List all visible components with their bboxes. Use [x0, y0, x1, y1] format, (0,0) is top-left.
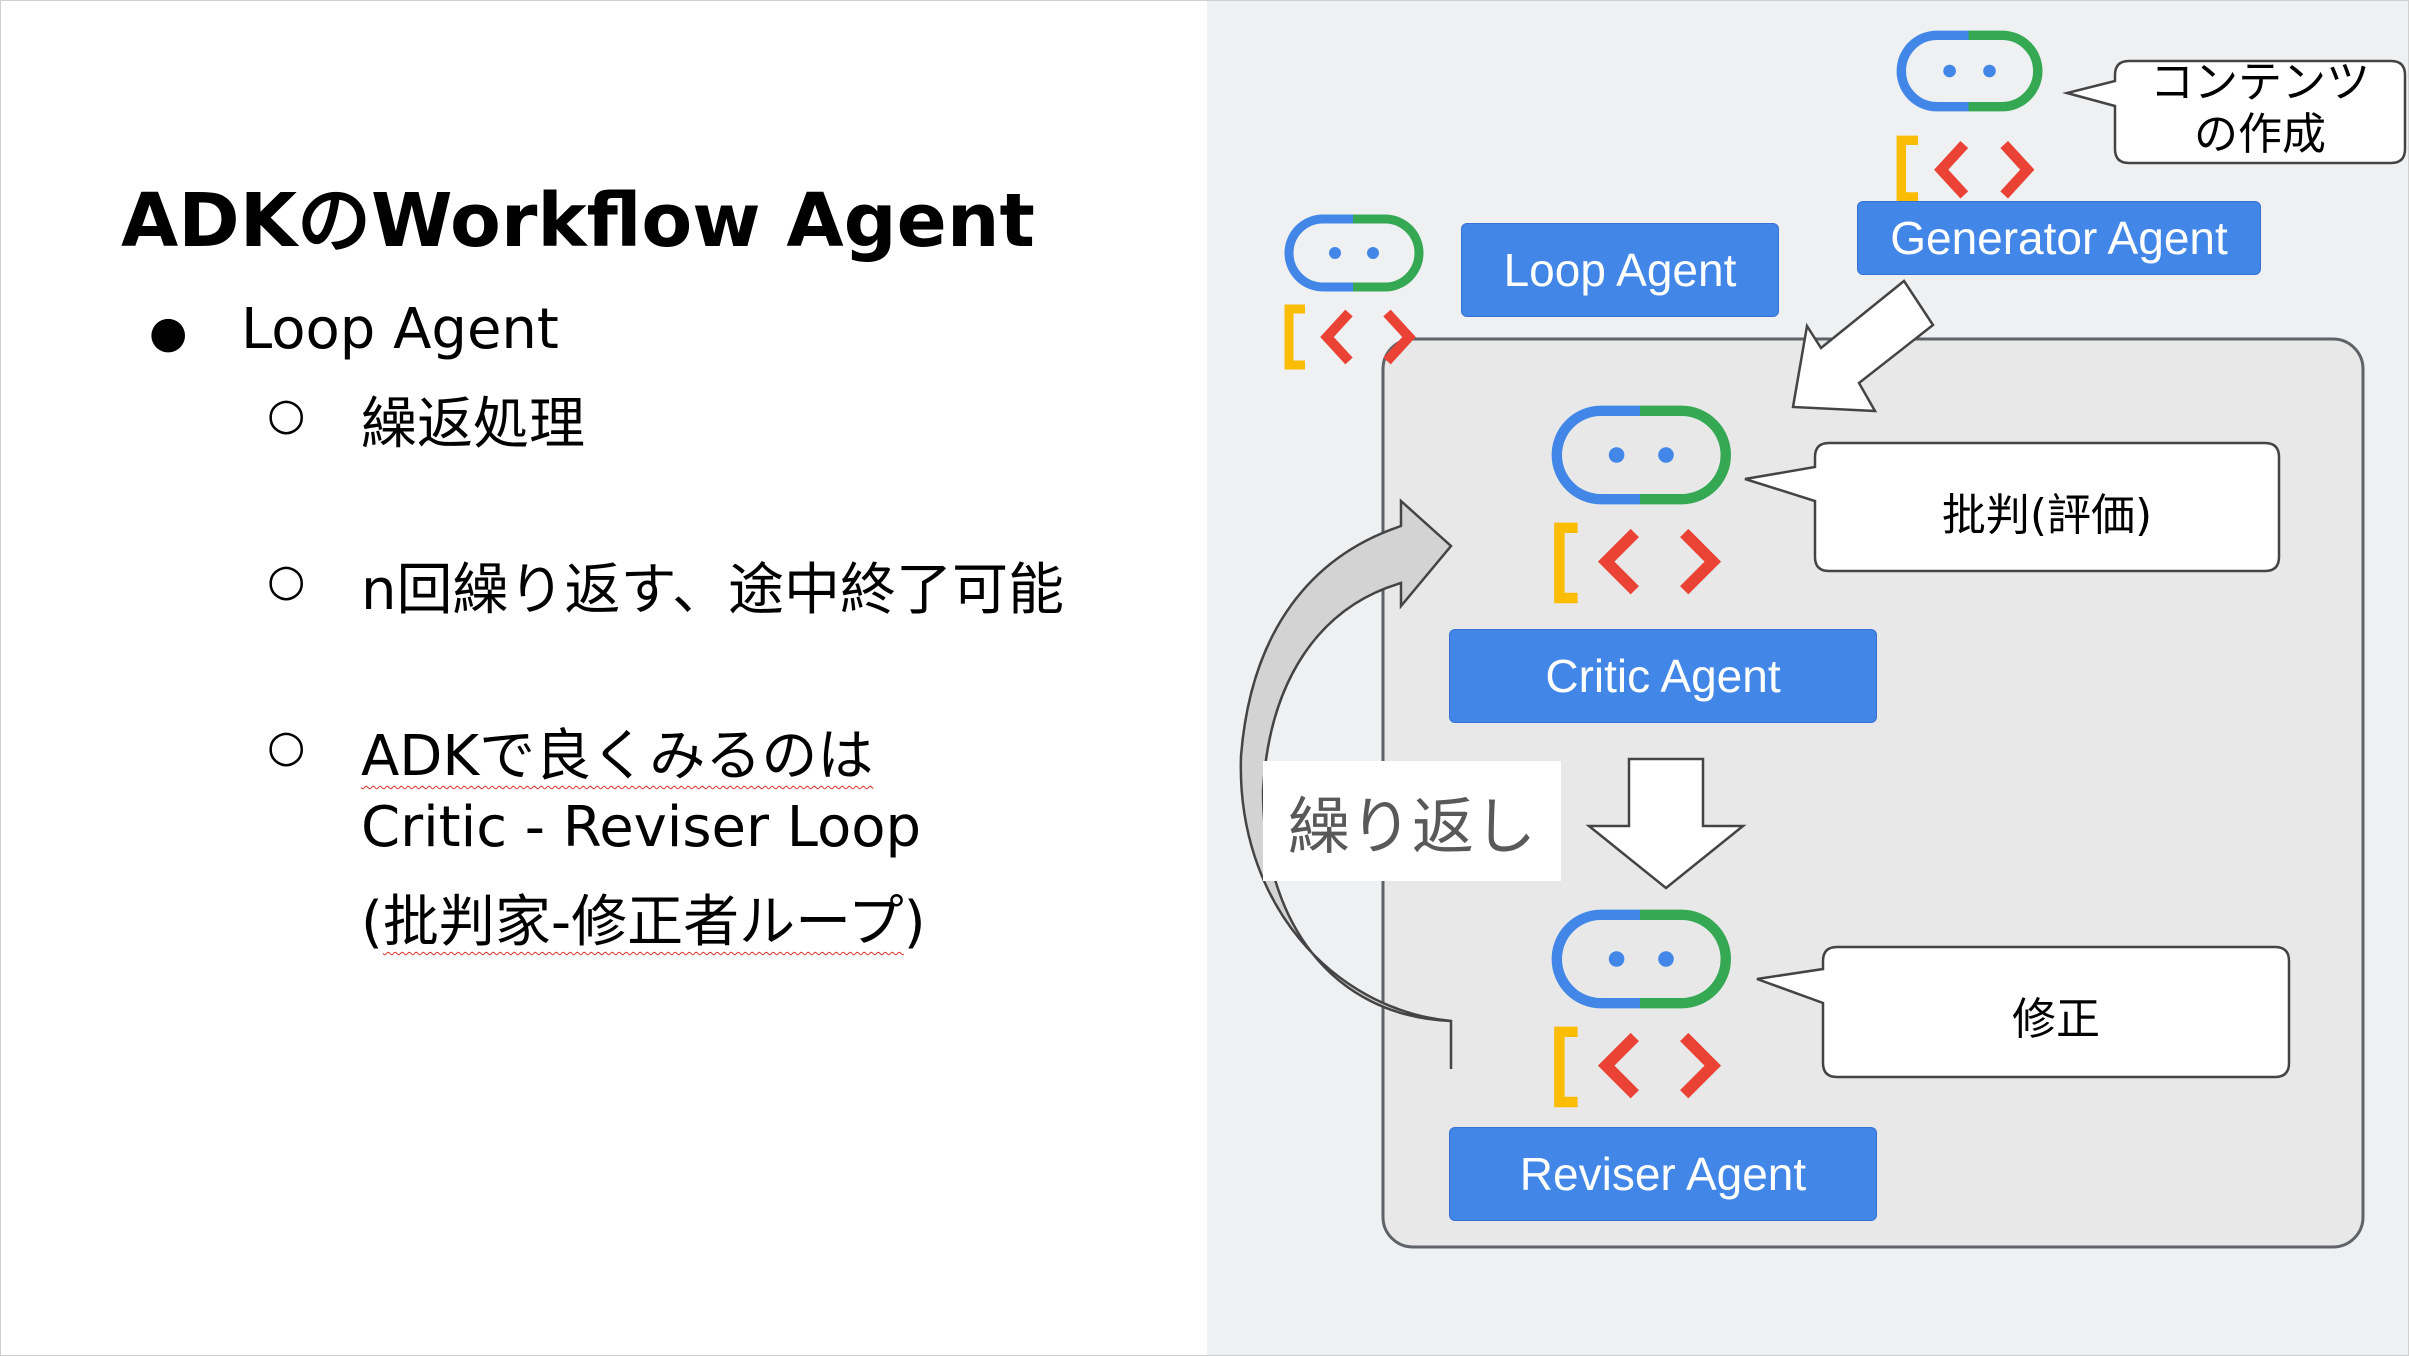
critic-reviser-ja: 批判家-修正者ループ [382, 890, 904, 955]
sub-bullet-adk-line2: Critic - Reviser Loop [361, 795, 922, 860]
bullet-symbol: ● [149, 307, 188, 358]
sub-bullet-repeat: 繰返処理 [361, 392, 585, 457]
down-arrow [1585, 757, 1747, 890]
robot-icon-generator [1896, 30, 2043, 202]
critic-callout [1744, 441, 2281, 573]
generator-agent-label: Generator Agent [1857, 201, 2261, 275]
loop-arrow-label: 繰り返し [1263, 761, 1561, 881]
sub-bullet-symbol: ○ [267, 389, 306, 440]
robot-icon-reviser [1551, 909, 1731, 1108]
bullet-loop-agent: Loop Agent [241, 297, 559, 362]
paren-open: ( [361, 890, 383, 955]
critic-agent-label: Critic Agent [1449, 629, 1877, 723]
paren-close: ) [903, 890, 926, 955]
reviser-agent-label: Reviser Agent [1449, 1127, 1877, 1221]
robot-icon-loop [1284, 214, 1424, 370]
generator-callout [2062, 59, 2407, 165]
slide-title: ADKのWorkflow Agent [121, 178, 1035, 264]
sub-bullet-n-times: n回繰り返す、途中終了可能 [361, 558, 1065, 623]
critic-callout-text: 批判(評価) [1941, 490, 2153, 541]
generator-callout-line1: コンテンツ [2150, 57, 2370, 108]
loop-agent-label: Loop Agent [1461, 223, 1779, 317]
sub-bullet-symbol: ○ [267, 555, 306, 606]
loop-back-arrow [1239, 498, 1453, 1069]
reviser-callout-text: 修正 [2012, 994, 2100, 1045]
generator-callout-line2: の作成 [2194, 109, 2326, 160]
sub-bullet-symbol: ○ [267, 721, 306, 772]
generator-callout-text: コンテンツ の作成 [2115, 57, 2405, 161]
generator-arrow [1791, 279, 1935, 413]
robot-icon-critic [1551, 405, 1731, 604]
sub-bullet-adk-line1: ADKで良くみるのは [361, 724, 874, 789]
sub-bullet-adk-line3: (批判家-修正者ループ) [361, 877, 926, 958]
reviser-callout [1756, 945, 2291, 1079]
